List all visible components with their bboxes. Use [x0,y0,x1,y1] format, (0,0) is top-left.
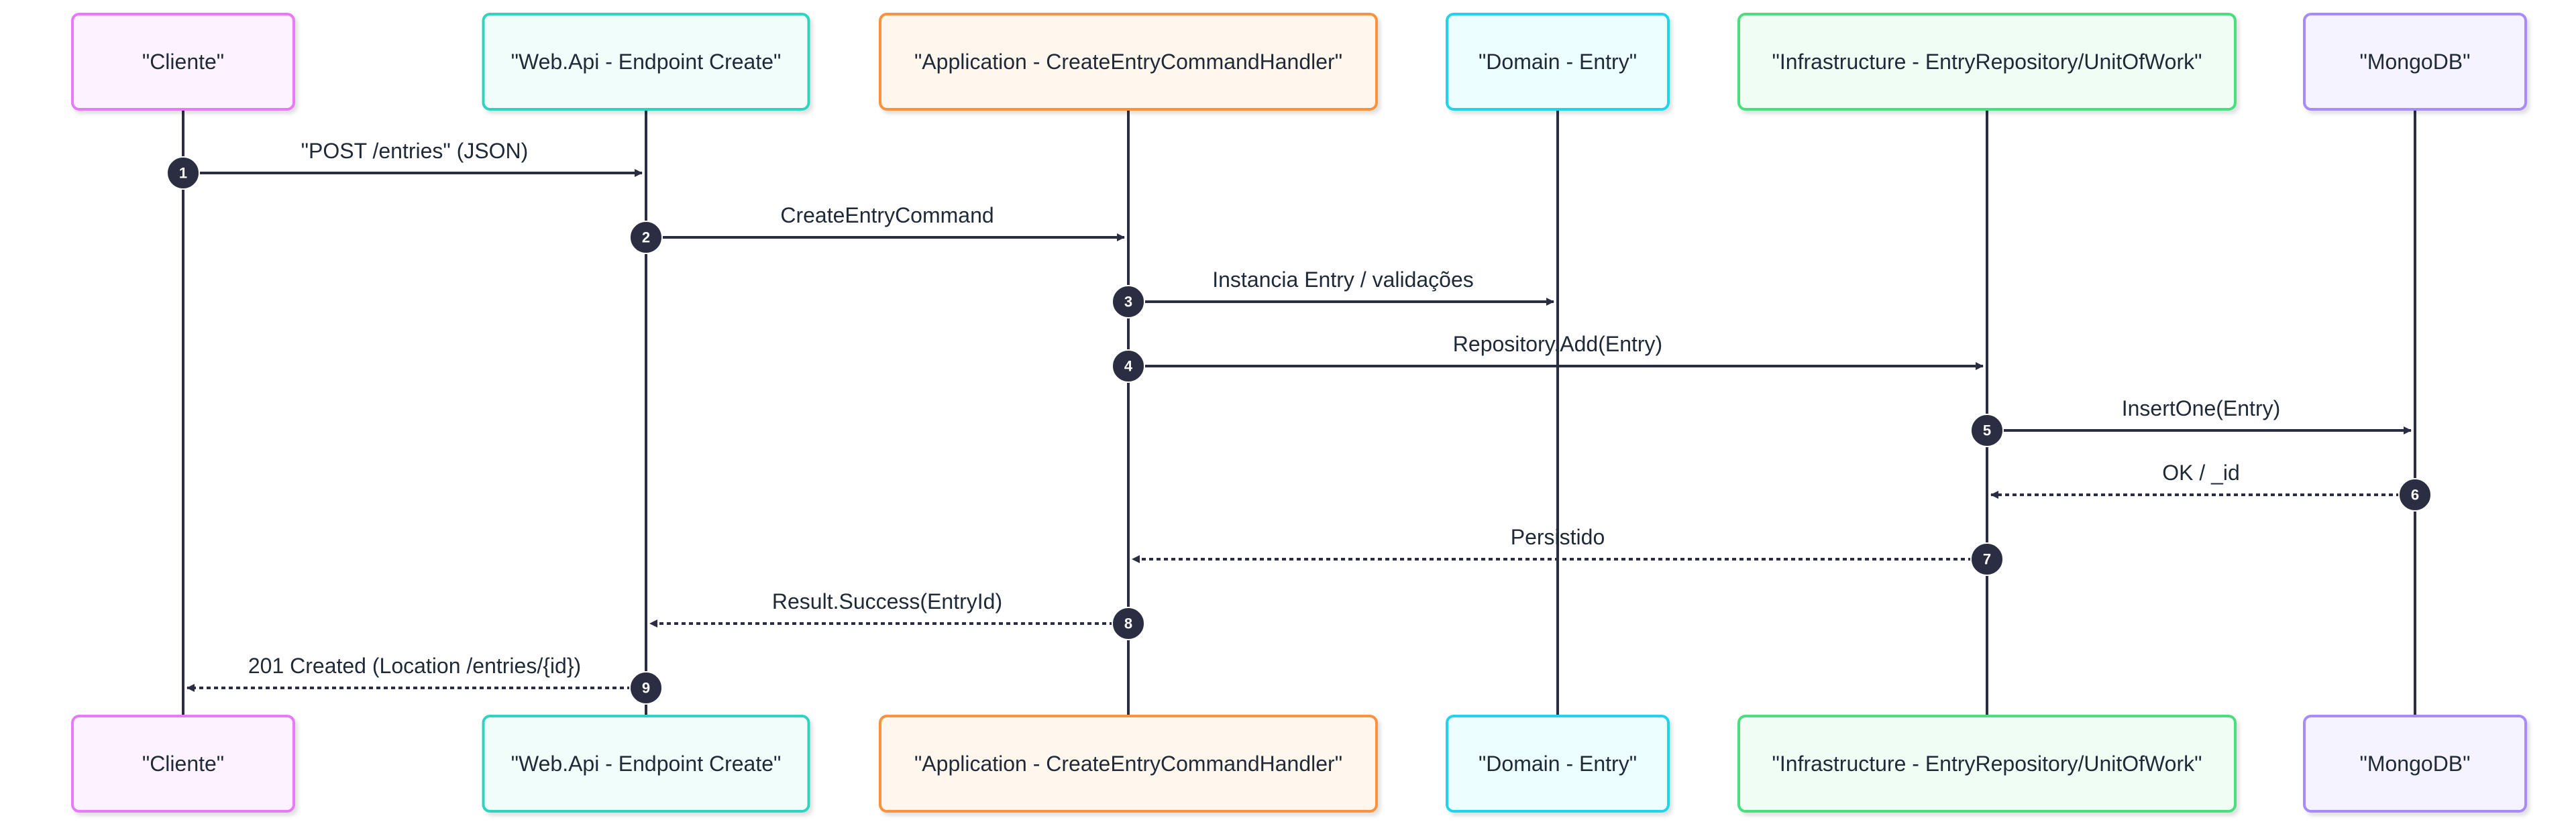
actor-box [71,13,295,111]
actor-mongodb-bottom[interactable]: "MongoDB" [2303,715,2527,813]
actor-box [482,715,810,813]
sequence-number: 6 [2411,487,2419,504]
actor-infrastructure-bottom[interactable]: "Infrastructure - EntryRepository/UnitOf… [1737,715,2237,813]
message-6: OK / _id 6 [1990,461,2432,512]
actor-box [1446,13,1670,111]
sequence-number: 1 [179,165,187,182]
message-4: Repository.Add(Entry) 4 [1112,332,1984,383]
message-label: Persistido [1511,525,1605,549]
message-label: Result.Success(EntryId) [772,589,1002,613]
message-5: InsertOne(Entry) 5 [1970,396,2412,447]
actor-webapi-top[interactable]: "Web.Api - Endpoint Create" [482,13,810,111]
actor-infrastructure-top[interactable]: "Infrastructure - EntryRepository/UnitOf… [1737,13,2237,111]
actor-label: "Cliente" [142,752,224,776]
actor-box [879,13,1378,111]
actor-box [879,715,1378,813]
actor-label: "MongoDB" [2359,752,2470,776]
sequence-number: 4 [1124,358,1133,375]
actor-application-top[interactable]: "Application - CreateEntryCommandHandler… [879,13,1378,111]
message-7: Persistido 7 [1132,525,2004,576]
actor-label: "Cliente" [142,50,224,74]
message-9: 201 Created (Location /entries/{id}) 9 [186,654,663,705]
sequence-number: 9 [642,680,650,697]
actor-label: "Domain - Entry" [1479,752,1637,776]
actor-box [482,13,810,111]
sequence-number-badge [629,221,663,254]
actor-label: "Application - CreateEntryCommandHandler… [914,50,1342,74]
actor-domain-bottom[interactable]: "Domain - Entry" [1446,715,1670,813]
actor-label: "Domain - Entry" [1479,50,1637,74]
actor-mongodb-top[interactable]: "MongoDB" [2303,13,2527,111]
actor-box [2303,715,2527,813]
sequence-number-badge [166,156,200,190]
actor-box [1737,715,2237,813]
actor-label: "MongoDB" [2359,50,2470,74]
actor-box [2303,13,2527,111]
actor-label: "Infrastructure - EntryRepository/UnitOf… [1772,50,2202,74]
message-label: OK / _id [2162,461,2240,485]
actor-domain-top[interactable]: "Domain - Entry" [1446,13,1670,111]
actor-application-bottom[interactable]: "Application - CreateEntryCommandHandler… [879,715,1378,813]
message-label: 201 Created (Location /entries/{id}) [248,654,581,678]
sequence-number-badge [1112,285,1145,318]
sequence-number: 3 [1124,294,1132,310]
actor-cliente-top[interactable]: "Cliente" [71,13,295,111]
actor-webapi-bottom[interactable]: "Web.Api - Endpoint Create" [482,715,810,813]
message-label: InsertOne(Entry) [2122,396,2281,420]
sequence-number-badge [1970,414,2004,447]
sequence-number-badge [1112,349,1145,383]
actor-box [1446,715,1670,813]
message-2: CreateEntryCommand 2 [629,203,1125,254]
message-label: "POST /entries" (JSON) [301,139,529,163]
message-1: "POST /entries" (JSON) 1 [166,139,643,190]
message-label: Repository.Add(Entry) [1453,332,1662,356]
message-label: CreateEntryCommand [780,203,994,227]
message-8: Result.Success(EntryId) 8 [649,589,1145,640]
sequence-number-badge [2398,478,2432,512]
sequence-number: 7 [1983,551,1991,568]
actor-label: "Application - CreateEntryCommandHandler… [914,752,1342,776]
sequence-number-badge [1970,542,2004,576]
actor-label: "Web.Api - Endpoint Create" [511,752,782,776]
actor-label: "Infrastructure - EntryRepository/UnitOf… [1772,752,2202,776]
sequence-number-badge [629,671,663,705]
sequence-number: 8 [1124,615,1132,632]
sequence-number: 2 [642,229,650,246]
message-3: Instancia Entry / validações 3 [1112,268,1554,318]
sequence-number: 5 [1983,422,1991,439]
message-label: Instancia Entry / validações [1212,268,1474,292]
actor-cliente-bottom[interactable]: "Cliente" [71,715,295,813]
sequence-number-badge [1112,607,1145,640]
actor-box [1737,13,2237,111]
actor-box [71,715,295,813]
actor-label: "Web.Api - Endpoint Create" [511,50,782,74]
